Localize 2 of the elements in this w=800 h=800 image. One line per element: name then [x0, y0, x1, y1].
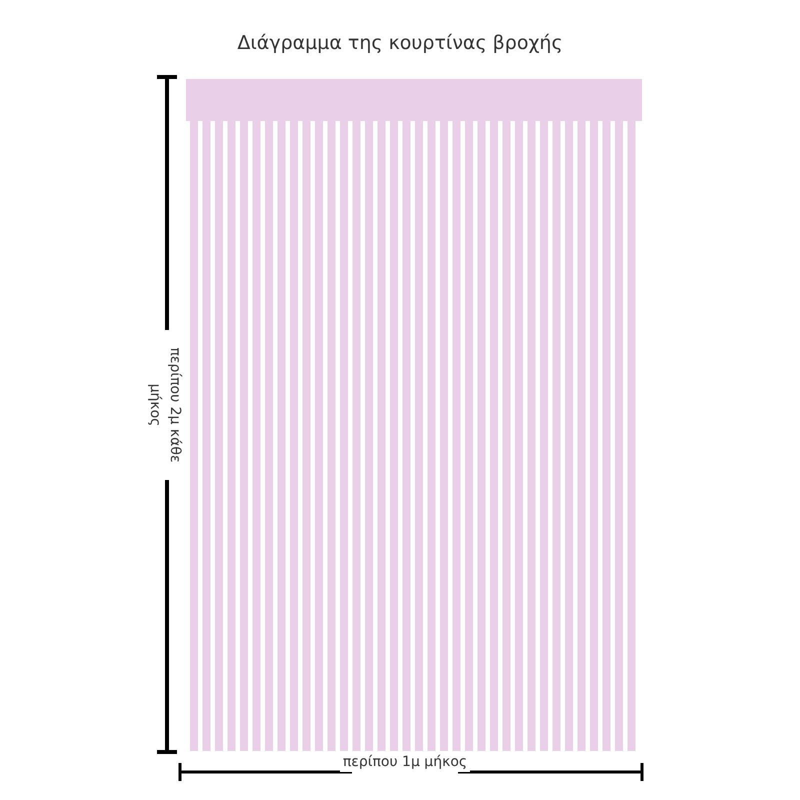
dimension-label: περίπου 1μ μήκος: [340, 752, 470, 772]
diagram-title: Διάγραμμα της κουρτίνας βροχής: [236, 32, 564, 54]
